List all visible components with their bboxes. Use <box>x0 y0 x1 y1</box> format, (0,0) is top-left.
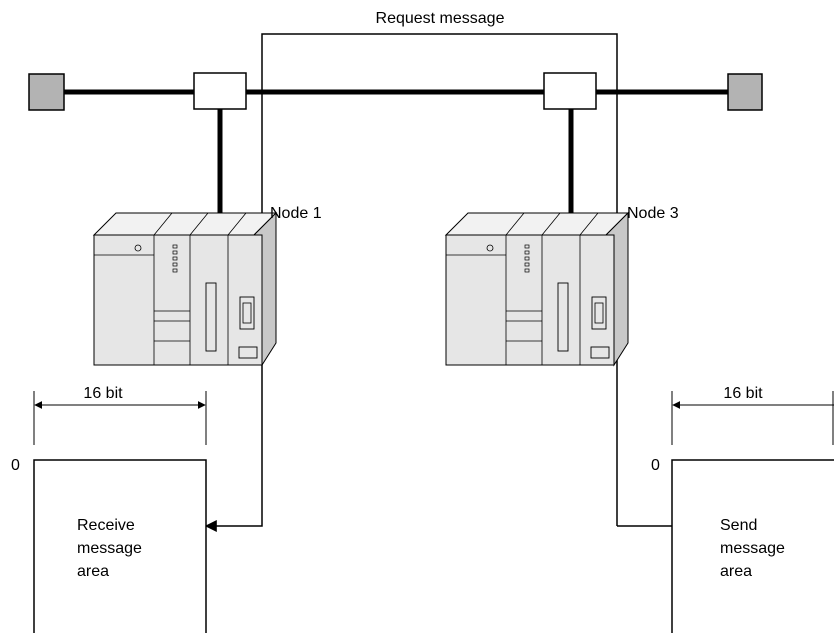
node-1-label: Node 1 <box>270 205 322 222</box>
power-led <box>486 244 494 252</box>
request-message-path <box>204 33 618 532</box>
tap-node-1 <box>193 72 247 110</box>
plc-node-3 <box>444 211 630 367</box>
plc-node-1 <box>92 211 278 367</box>
request-message-label: Request message <box>376 10 505 27</box>
receive-area-line-3: area <box>77 563 109 580</box>
terminator-right <box>727 73 763 111</box>
terminator-left <box>28 73 65 111</box>
tap-node-3 <box>543 72 597 110</box>
power-led <box>134 244 142 252</box>
send-area-line-1: Send <box>720 517 757 534</box>
receive-area-line-1: Receive <box>77 517 135 534</box>
send-area-line-2: message <box>720 540 785 557</box>
zero-label-right: 0 <box>651 457 660 474</box>
receive-area-line-2: message <box>77 540 142 557</box>
send-area-line-3: area <box>720 563 752 580</box>
send-message-area <box>671 459 834 633</box>
zero-label-left: 0 <box>11 457 20 474</box>
receive-message-area <box>33 459 207 633</box>
bit-width-label-right: 16 bit <box>723 385 763 402</box>
node-3-label: Node 3 <box>627 205 679 222</box>
bit-width-label-left: 16 bit <box>83 385 123 402</box>
